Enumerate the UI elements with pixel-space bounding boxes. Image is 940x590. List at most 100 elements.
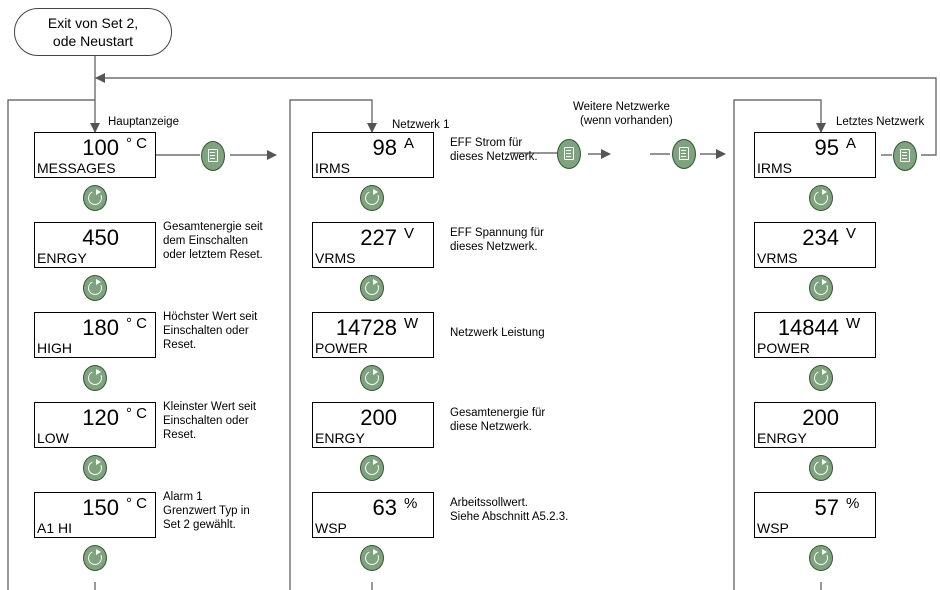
page-button-col2[interactable] [557, 139, 581, 169]
page-icon [900, 149, 910, 162]
display-unit: V [404, 225, 415, 242]
display-value: 450 [82, 225, 119, 250]
col1-description-2-line-3: oder letztem Reset. [163, 249, 263, 261]
col1-scroll-button-3[interactable] [83, 365, 107, 391]
display-value: 200 [360, 405, 397, 430]
col1-scroll-button-1[interactable] [83, 185, 107, 211]
col3-scroll-button-4[interactable] [809, 455, 833, 481]
col3-scroll-button-1[interactable] [809, 185, 833, 211]
display-unit: ° C [126, 135, 147, 152]
display-value: 120 [82, 405, 119, 430]
scroll-arrow-icon [363, 549, 381, 567]
display-value: 95 [814, 135, 839, 160]
display-label: WSP [757, 520, 789, 536]
scroll-arrow-icon [812, 549, 830, 567]
col2-scroll-button-2[interactable] [360, 275, 384, 301]
col3-display-wsp: 57%WSP [754, 492, 876, 538]
scroll-arrow-icon [363, 369, 381, 387]
col1-description-4-line-2: Einschalten oder [163, 415, 249, 427]
loop-return-line [95, 73, 937, 156]
scroll-arrow-tip [822, 279, 827, 285]
col3-scroll-button-2[interactable] [809, 275, 833, 301]
col1-description-3-line-1: Höchster Wert seit [163, 311, 258, 323]
label-weitere-2: (wenn vorhanden) [580, 115, 673, 127]
col2-display-wsp: 63%WSP [312, 492, 434, 538]
col3-display-vrms: 234 V VRMS [754, 222, 876, 268]
scroll-arrow-tip [96, 369, 101, 375]
display-unit: V [846, 225, 857, 242]
display-value: 200 [802, 405, 839, 430]
col3-scroll-button-3[interactable] [809, 365, 833, 391]
col2-scroll-button-5[interactable] [360, 545, 384, 571]
scroll-arrow-icon [812, 369, 830, 387]
scroll-arrow-icon [86, 369, 104, 387]
col2-description-1-line-2: dieses Netzwerk. [450, 151, 538, 163]
col2-description-2-line-1: EFF Spannung für [450, 227, 544, 239]
scroll-arrow-tip [373, 459, 378, 465]
display-value: 227 [360, 225, 397, 250]
col2-description-5-line-2: Siehe Abschnitt A5.2.3. [450, 511, 569, 523]
col1-display-high: 180 ° C HIGH [34, 312, 156, 358]
display-value: 63 [372, 495, 397, 520]
col1-description-5-line-2: Grenzwert Typ in [163, 505, 250, 517]
col1-description-5-line-1: Alarm 1 [163, 491, 203, 503]
page-button-mid[interactable] [672, 139, 696, 169]
display-label: IRMS [315, 160, 350, 176]
col1-description-2-line-1: Gesamtenergie seit [163, 221, 263, 233]
scroll-arrow-icon [86, 189, 104, 207]
col1-scroll-button-2[interactable] [83, 275, 107, 301]
display-value: 100 [82, 135, 119, 160]
display-label: ENRGY [315, 430, 365, 446]
col1-scroll-button-5[interactable] [83, 545, 107, 571]
col2-scroll-button-1[interactable] [360, 185, 384, 211]
display-label: LOW [37, 430, 69, 446]
col1-scroll-button-4[interactable] [83, 455, 107, 481]
scroll-arrow-tip [373, 189, 378, 195]
scroll-arrow-tip [373, 279, 378, 285]
col3-scroll-button-5[interactable] [809, 545, 833, 571]
col1-description-3-line-3: Reset. [163, 339, 197, 351]
display-value: 180 [82, 315, 119, 340]
display-label: WSP [315, 520, 347, 536]
page-icon [679, 147, 689, 160]
page-icon [208, 149, 218, 162]
display-label: POWER [757, 340, 810, 356]
display-label: POWER [315, 340, 368, 356]
display-label: HIGH [37, 340, 72, 356]
display-unit: ° C [126, 315, 147, 332]
label-netzwerk1: Netzwerk 1 [392, 119, 450, 131]
label-letztes: Letztes Netzwerk [836, 116, 925, 128]
col2-scroll-button-4[interactable] [360, 455, 384, 481]
col2-description-3-line-1: Netzwerk Leistung [450, 327, 545, 339]
display-value: 234 [802, 225, 839, 250]
col1-description-4-line-1: Kleinster Wert seit [163, 401, 257, 413]
display-label: VRMS [757, 250, 798, 266]
scroll-arrow-icon [363, 459, 381, 477]
page-button-col1[interactable] [201, 141, 225, 171]
col2-description-5-line-1: Arbeitssollwert. [450, 497, 528, 509]
col1-description-5-line-3: Set 2 gewählt. [163, 519, 236, 531]
scroll-arrow-tip [96, 459, 101, 465]
scroll-arrow-icon [812, 189, 830, 207]
col2-frame [289, 99, 377, 590]
display-value: 150 [82, 495, 119, 520]
col1-frame [7, 99, 95, 590]
col2-scroll-button-3[interactable] [360, 365, 384, 391]
page-button-col3[interactable] [893, 141, 917, 171]
display-value: 14844 [777, 315, 839, 340]
display-value: 57 [814, 495, 839, 520]
col2-description-1-line-1: EFF Strom für [450, 137, 523, 149]
scroll-arrow-tip [822, 549, 827, 555]
display-unit: W [404, 315, 419, 332]
scroll-arrow-tip [822, 369, 827, 375]
